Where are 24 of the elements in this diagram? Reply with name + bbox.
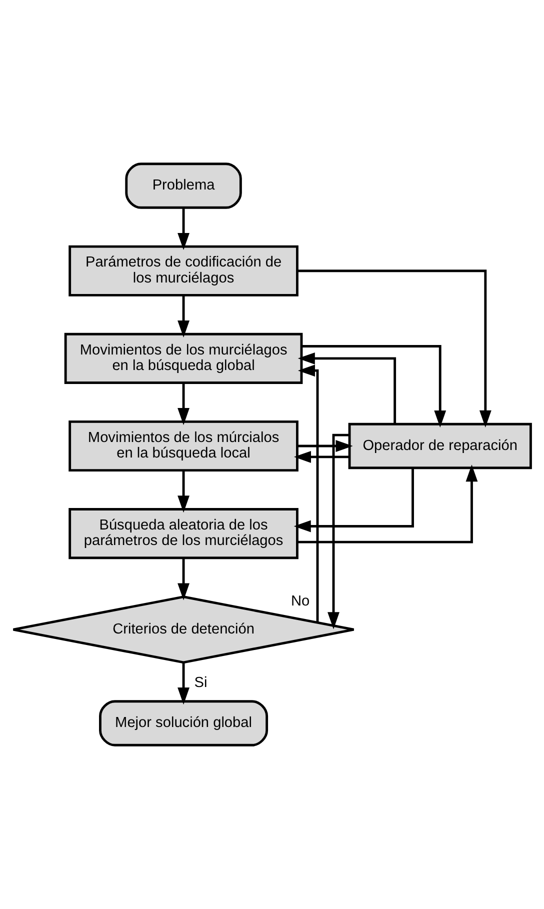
arrow [297,464,478,544]
arrow [302,345,446,428]
node-box: Mejor solución global [99,700,268,746]
arrow [178,295,190,338]
arrow [328,434,350,630]
node-box: Parámetros de codificación de los murciélagos [68,245,298,296]
edge-label: No [290,593,310,610]
edge-label: Si [194,675,208,692]
arrow [294,450,350,463]
arrow [178,208,190,250]
arrow [298,440,353,452]
arrow [178,662,190,705]
arrow [178,470,190,513]
arrow [178,558,190,600]
arrow [298,352,396,424]
node-box: Búsqueda aleatoria de los parámetros de los murciélagos [68,508,298,560]
node-box: Operador de reparación [348,422,532,470]
node-box: Movimientos de los múrcialos en la búsqueda local [68,420,298,472]
arrow [178,382,190,426]
node-box: Problema [125,162,242,209]
arrow [294,468,414,532]
arrow [298,364,319,622]
arrow [298,270,492,428]
node-box: Movimientos de los murciélagos en la búsqueda global [64,332,303,384]
